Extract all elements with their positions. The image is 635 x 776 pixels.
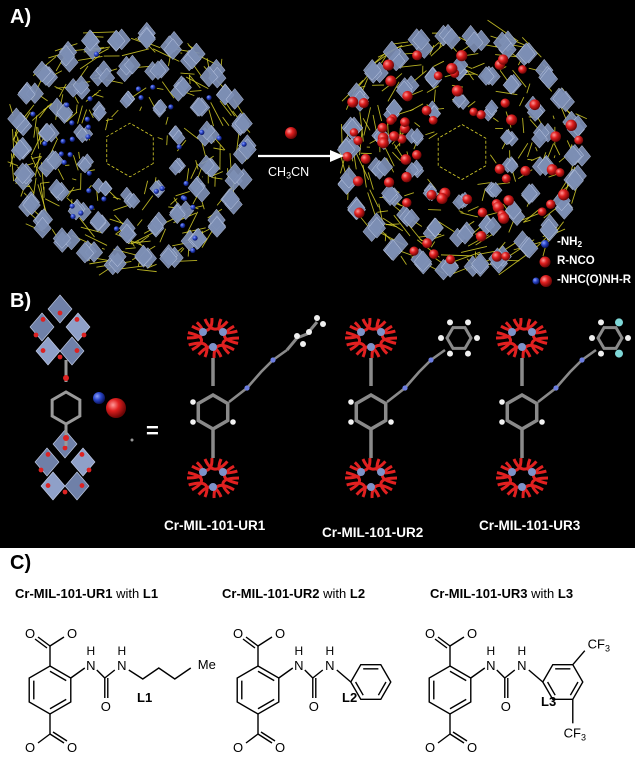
svg-text:O: O (67, 740, 77, 755)
svg-text:O: O (67, 626, 77, 641)
svg-text:N: N (325, 658, 334, 673)
svg-text:H: H (117, 644, 126, 658)
svg-text:O: O (425, 626, 435, 641)
svg-text:O: O (275, 626, 285, 641)
svg-text:H: H (86, 644, 95, 658)
svg-text:O: O (233, 740, 243, 755)
reaction-arrow (258, 127, 344, 162)
isocyanate-legend-icon (539, 256, 551, 268)
svg-text:O: O (467, 626, 477, 641)
svg-text:CF3: CF3 (564, 725, 586, 742)
panel-a-label: A) (10, 6, 32, 28)
legend-urea: -NHC(O)NH-R (557, 274, 632, 286)
svg-text:O: O (233, 626, 243, 641)
svg-text:H: H (486, 644, 495, 658)
svg-text:H: H (294, 644, 303, 658)
svg-text:H: H (517, 644, 526, 658)
title-ur2: Cr-MIL-101-UR2 with L2 (222, 586, 366, 601)
equals-sign: = (146, 418, 159, 443)
mof-cage-before (7, 21, 257, 276)
svg-text:O: O (467, 740, 477, 755)
structure-name-ur2: Cr-MIL-101-UR2 (322, 525, 424, 540)
ligand-label-l1: L1 (137, 690, 153, 705)
linker-schematic (29, 294, 134, 501)
amine-legend-icon (541, 240, 549, 248)
svg-text:O: O (501, 699, 511, 714)
legend-amine: -NH2 (557, 236, 583, 250)
arrow-solvent-label: CH3CN (268, 165, 310, 181)
svg-text:O: O (275, 740, 285, 755)
reagent-ball-icon (285, 127, 297, 139)
svg-text:O: O (25, 740, 35, 755)
title-ur3: Cr-MIL-101-UR3 with L3 (430, 586, 574, 601)
title-ur1: Cr-MIL-101-UR1 with L1 (15, 586, 159, 601)
urea-legend-icon (532, 275, 552, 287)
svg-text:N: N (86, 658, 95, 673)
ligand-label-l3: L3 (541, 694, 557, 709)
panel-b-label: B) (10, 290, 32, 312)
panel-c-label: C) (10, 552, 32, 574)
svg-text:O: O (309, 699, 319, 714)
svg-text:Me: Me (198, 657, 216, 672)
mof-cage-after (336, 19, 592, 281)
svg-text:O: O (101, 699, 111, 714)
svg-text:CF3: CF3 (588, 637, 610, 654)
structure-name-ur3: Cr-MIL-101-UR3 (479, 518, 581, 533)
legend-isocyanate: R-NCO (557, 255, 595, 267)
svg-text:O: O (25, 626, 35, 641)
svg-text:N: N (486, 658, 495, 673)
svg-text:O: O (425, 740, 435, 755)
svg-text:N: N (294, 658, 303, 673)
structure-name-ur1: Cr-MIL-101-UR1 (164, 518, 266, 533)
svg-text:N: N (117, 658, 126, 673)
svg-text:H: H (325, 644, 334, 658)
svg-text:N: N (517, 658, 526, 673)
ligand-label-l2: L2 (342, 690, 358, 705)
ball-stick-structures (186, 315, 631, 499)
dark-background (0, 0, 635, 548)
